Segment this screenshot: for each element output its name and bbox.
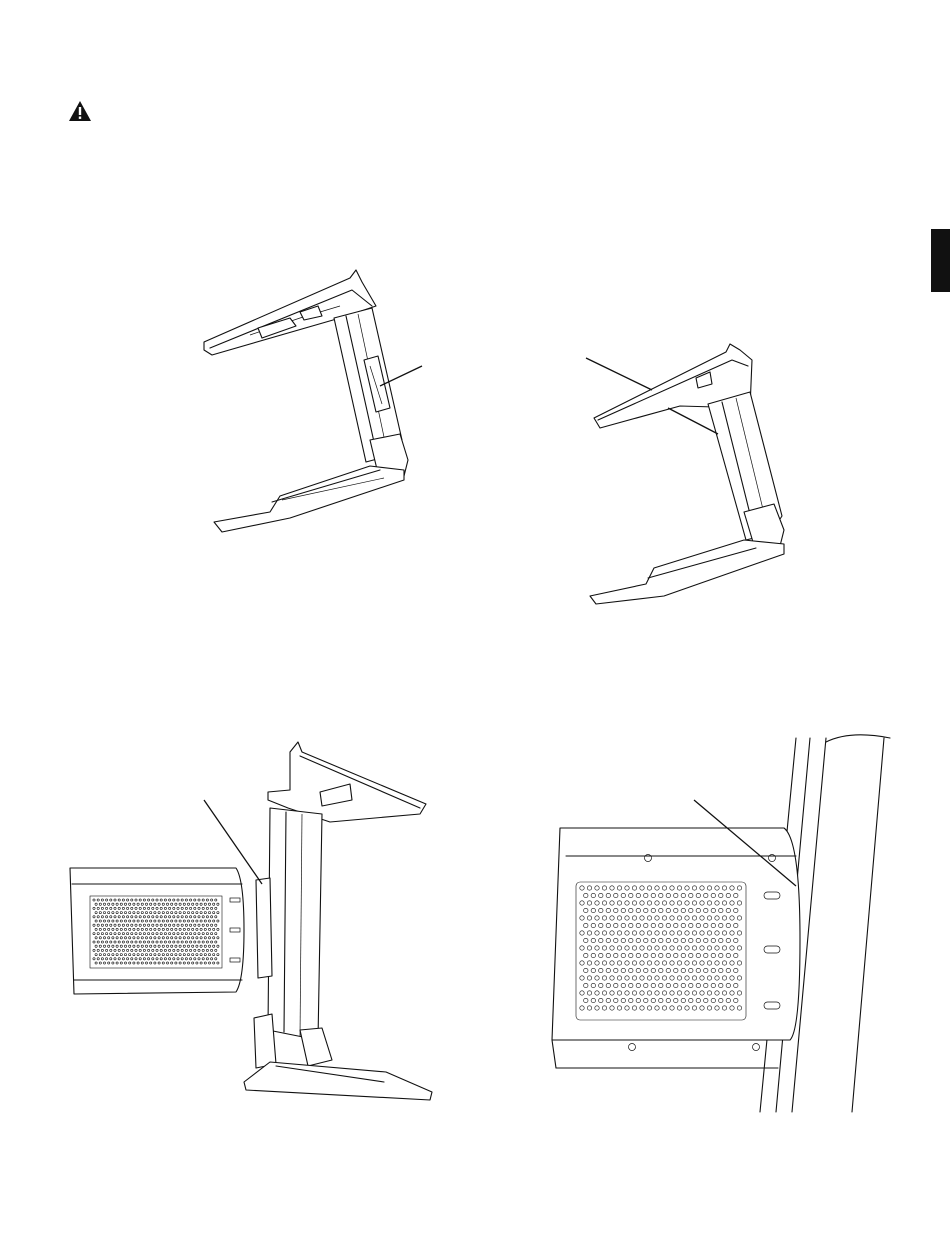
figure-panel-attaching bbox=[70, 742, 432, 1100]
figure-panel-closeup bbox=[552, 735, 890, 1112]
figure-stand-with-bracket bbox=[204, 270, 422, 532]
figure-stand-rails bbox=[586, 344, 784, 604]
